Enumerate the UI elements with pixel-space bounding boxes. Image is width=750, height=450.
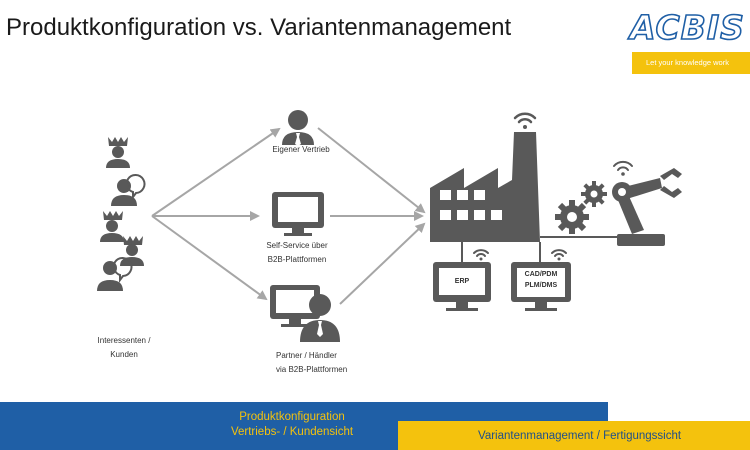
partner-label: Partner / Händler via B2B-Plattformen [276, 351, 348, 374]
band-product-configuration-text: Produktkonfiguration Vertriebs- / Kunden… [230, 411, 354, 438]
gear-icon-large [555, 200, 589, 234]
gear-icon-small [581, 181, 607, 207]
customer-speech-icon-2 [97, 257, 133, 291]
wifi-icon-cad [551, 249, 567, 261]
factory-icon [430, 132, 540, 242]
acbis-logo: ACBIS Let your knowledge work [628, 7, 750, 74]
wifi-icon-erp [473, 249, 489, 261]
cad-monitor-icon [511, 262, 571, 311]
customer-speech-icon-1 [111, 174, 146, 206]
arrow-own-sales-to-factory [317, 127, 426, 214]
customers-label: Interessenten / Kunden [97, 336, 151, 359]
partner-person-icon [300, 294, 340, 342]
wifi-icon-robot [613, 160, 633, 176]
monitor-icon [272, 192, 324, 236]
self-service-label: Self-Service über B2B-Plattformen [266, 241, 328, 264]
system-connectors [461, 236, 625, 262]
customer-person-icon-3 [120, 236, 144, 266]
customer-person-icon-2 [100, 211, 124, 242]
erp-label: ERP [454, 278, 470, 285]
arrow-customers-to-own-sales [151, 127, 281, 217]
partner-monitor-icon [270, 285, 320, 327]
band-variant-management [398, 421, 750, 450]
arrow-partner-to-factory [339, 222, 426, 305]
logo-wordmark: ACBIS [629, 7, 745, 48]
logo-tagline: Let your knowledge work [632, 52, 750, 74]
robot-arm-icon [612, 168, 682, 246]
own-sales-label: Eigener Vertrieb [272, 145, 330, 154]
slide-title: Produktkonfiguration vs. Variantenmanage… [6, 14, 512, 41]
erp-monitor-icon [433, 262, 491, 311]
sales-person-icon [282, 110, 314, 146]
band-variant-management-text: Variantenmanagement / Fertigungssicht [478, 430, 682, 442]
arrow-customers-to-partner [151, 215, 268, 301]
cad-label: CAD/PDM PLM/DMS [524, 271, 558, 289]
customer-person-icon-1 [106, 137, 130, 168]
wifi-icon-factory [513, 112, 537, 129]
